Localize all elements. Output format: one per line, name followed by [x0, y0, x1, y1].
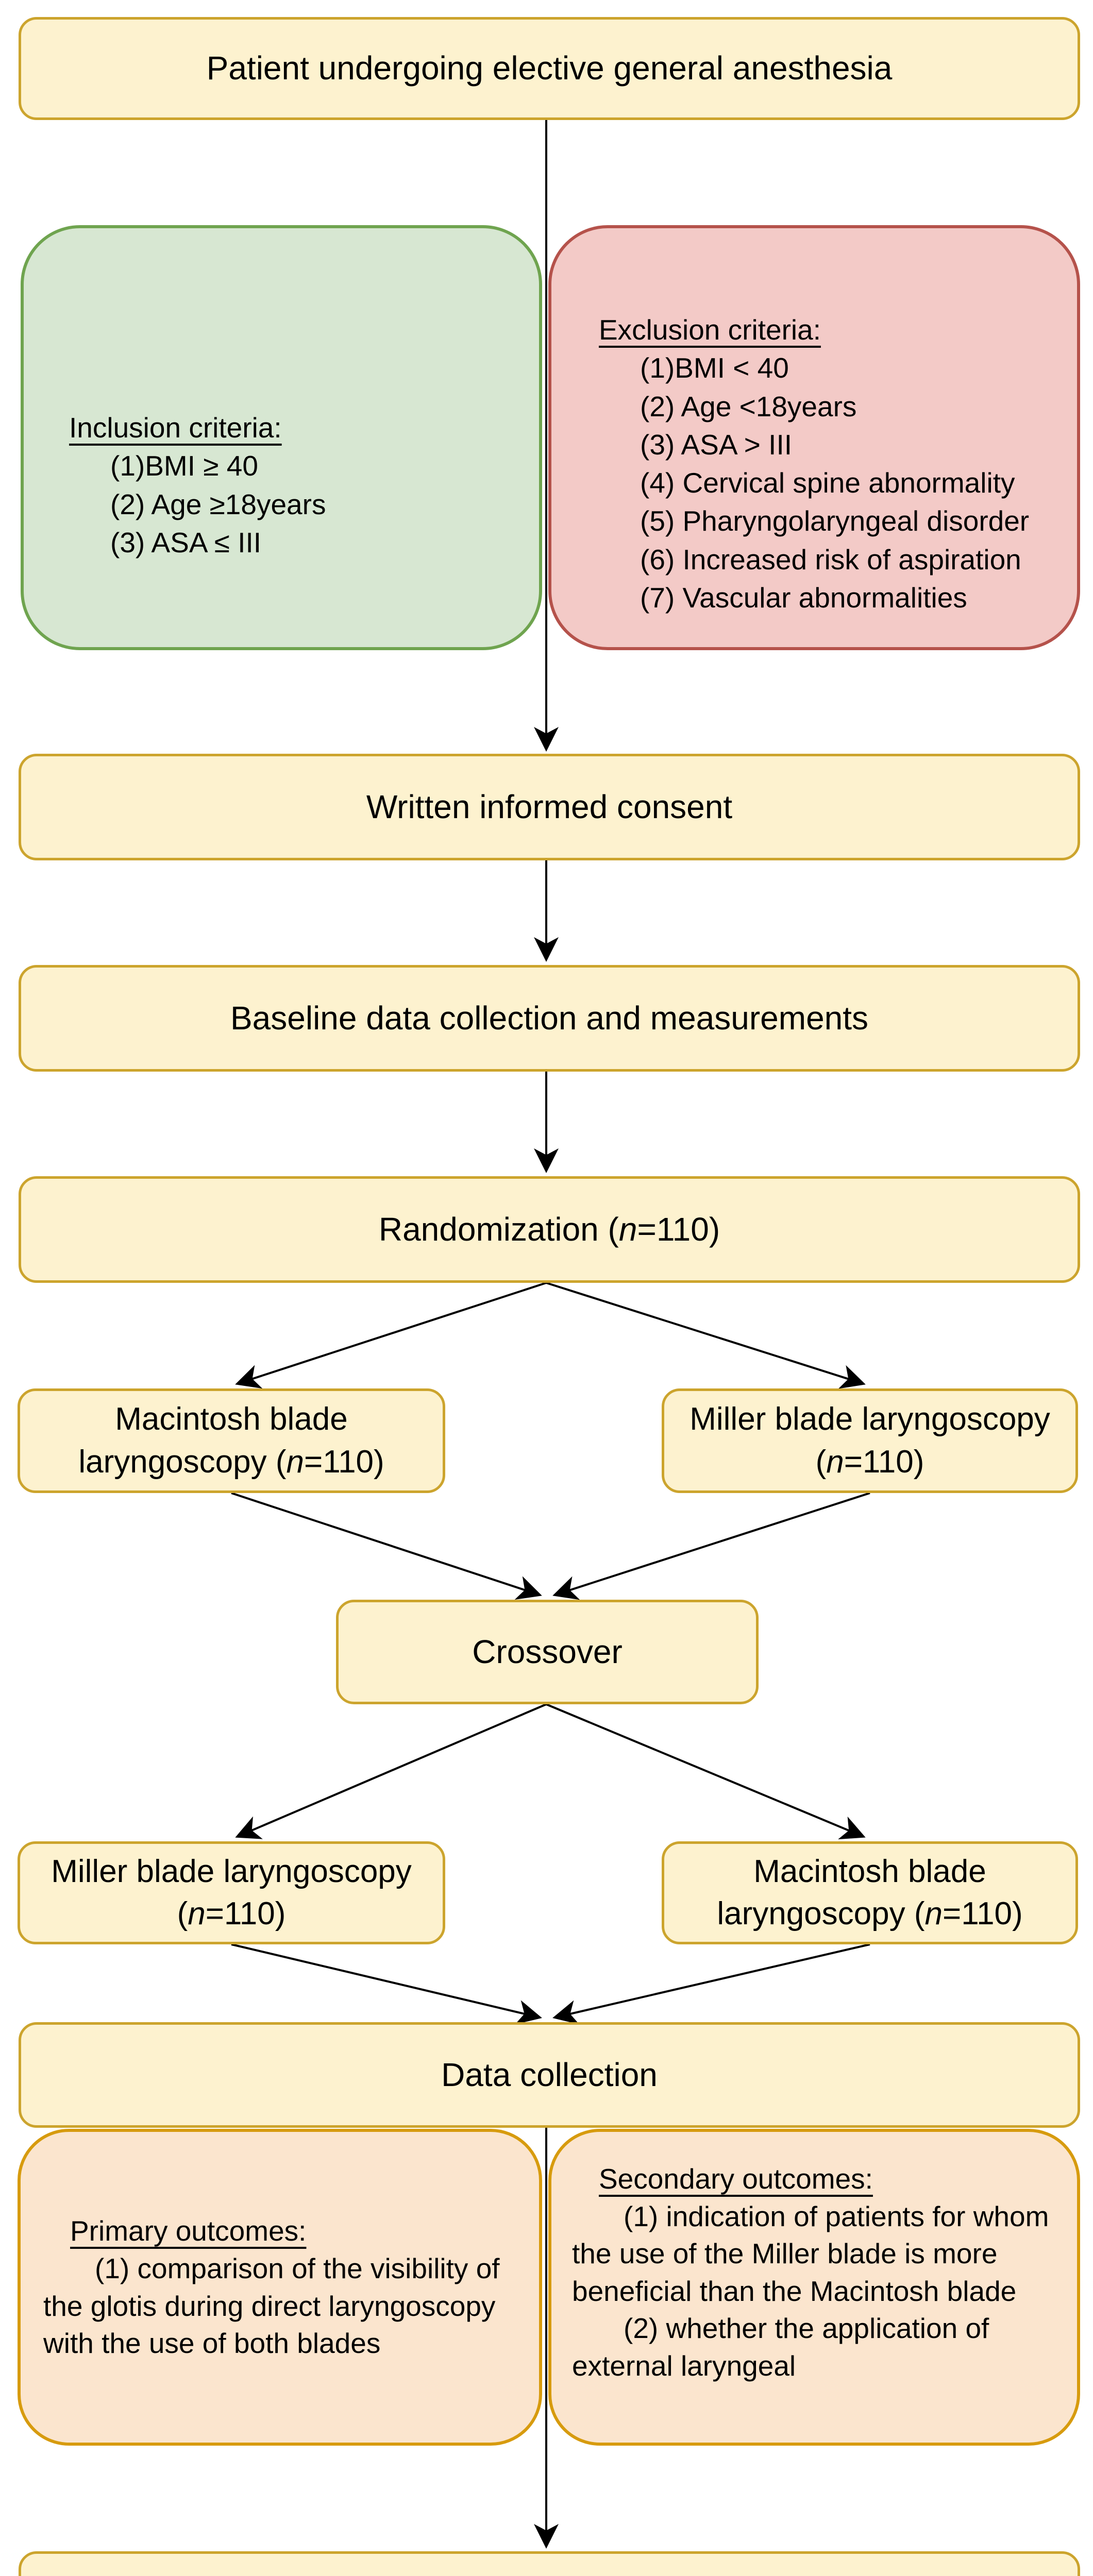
arrow-crossover-to-macintosh2: [546, 1703, 866, 1840]
exclusion-item: (3) ASA > III: [640, 428, 793, 461]
inclusion-item: (2) Age ≥18years: [110, 488, 326, 520]
exclusion-item: (1)BMI < 40: [640, 352, 789, 384]
exclusion-item: (6) Increased risk of aspiration: [640, 543, 1021, 575]
primary-outcomes-heading: Primary outcomes:: [70, 2215, 307, 2247]
node-label: Macintosh blade laryngoscopy (n=110): [717, 1853, 1023, 1931]
arrow-randomization-to-miller1: [546, 1282, 866, 1389]
exclusion-item: (5) Pharyngolaryngeal disorder: [640, 505, 1030, 537]
node-statistical-analysis: Statistical analysis: [19, 2551, 1080, 2576]
node-label: Data collection: [441, 2056, 658, 2093]
arrow-macintosh1-to-crossover: [231, 1492, 542, 1600]
secondary-outcome-item: (2) whether the application of external …: [572, 2312, 989, 2382]
arrow-macintosh2-to-datacollection: [552, 1943, 870, 2025]
exclusion-item: (4) Cervical spine abnormality: [640, 467, 1015, 499]
arrow-miller1-to-crossover: [552, 1492, 870, 1600]
node-miller-blade-first: Miller blade laryngoscopy (n=110): [662, 1388, 1078, 1493]
arrow-crossover-to-miller2: [235, 1703, 547, 1839]
inclusion-item: (1)BMI ≥ 40: [110, 450, 258, 482]
node-secondary-outcomes: Secondary outcomes: (1) indication of pa…: [548, 2129, 1080, 2446]
node-miller-blade-second: Miller blade laryngoscopy (n=110): [18, 1841, 445, 1944]
node-label: Baseline data collection and measurement…: [230, 999, 869, 1037]
node-written-informed-consent: Written informed consent: [19, 754, 1080, 860]
node-exclusion-criteria: Exclusion criteria: (1)BMI < 40 (2) Age …: [548, 225, 1080, 650]
node-label: Written informed consent: [366, 788, 733, 825]
secondary-outcome-item: (1) indication of patients for whom the …: [572, 2200, 1049, 2307]
node-patient-anesthesia: Patient undergoing elective general anes…: [19, 17, 1080, 120]
arrow-randomization-to-macintosh1: [235, 1282, 547, 1389]
node-macintosh-blade-first: Macintosh blade laryngoscopy (n=110): [18, 1388, 445, 1493]
node-primary-outcomes: Primary outcomes: (1) comparison of the …: [18, 2129, 542, 2446]
node-label: Randomization (n=110): [378, 1210, 720, 1248]
inclusion-heading: Inclusion criteria:: [69, 412, 282, 444]
node-label: Macintosh blade laryngoscopy (n=110): [78, 1401, 384, 1480]
node-label: Crossover: [472, 1633, 623, 1670]
primary-outcome-item: (1) comparison of the visibility of the …: [43, 2252, 500, 2360]
node-macintosh-blade-second: Macintosh blade laryngoscopy (n=110): [662, 1841, 1078, 1944]
node-crossover: Crossover: [336, 1600, 759, 1704]
node-inclusion-criteria: Inclusion criteria: (1)BMI ≥ 40 (2) Age …: [21, 225, 542, 650]
node-label: Miller blade laryngoscopy (n=110): [690, 1401, 1050, 1480]
secondary-outcomes-heading: Secondary outcomes:: [599, 2163, 873, 2195]
exclusion-item: (7) Vascular abnormalities: [640, 581, 967, 614]
node-label: Miller blade laryngoscopy (n=110): [51, 1853, 412, 1931]
node-randomization: Randomization (n=110): [19, 1176, 1080, 1283]
arrow-miller2-to-datacollection: [231, 1943, 542, 2025]
exclusion-heading: Exclusion criteria:: [599, 314, 821, 346]
inclusion-item: (3) ASA ≤ III: [110, 526, 262, 558]
node-label: Patient undergoing elective general anes…: [206, 49, 893, 87]
node-data-collection: Data collection: [19, 2022, 1080, 2128]
exclusion-item: (2) Age <18years: [640, 390, 857, 422]
node-baseline-data-collection: Baseline data collection and measurement…: [19, 965, 1080, 1072]
